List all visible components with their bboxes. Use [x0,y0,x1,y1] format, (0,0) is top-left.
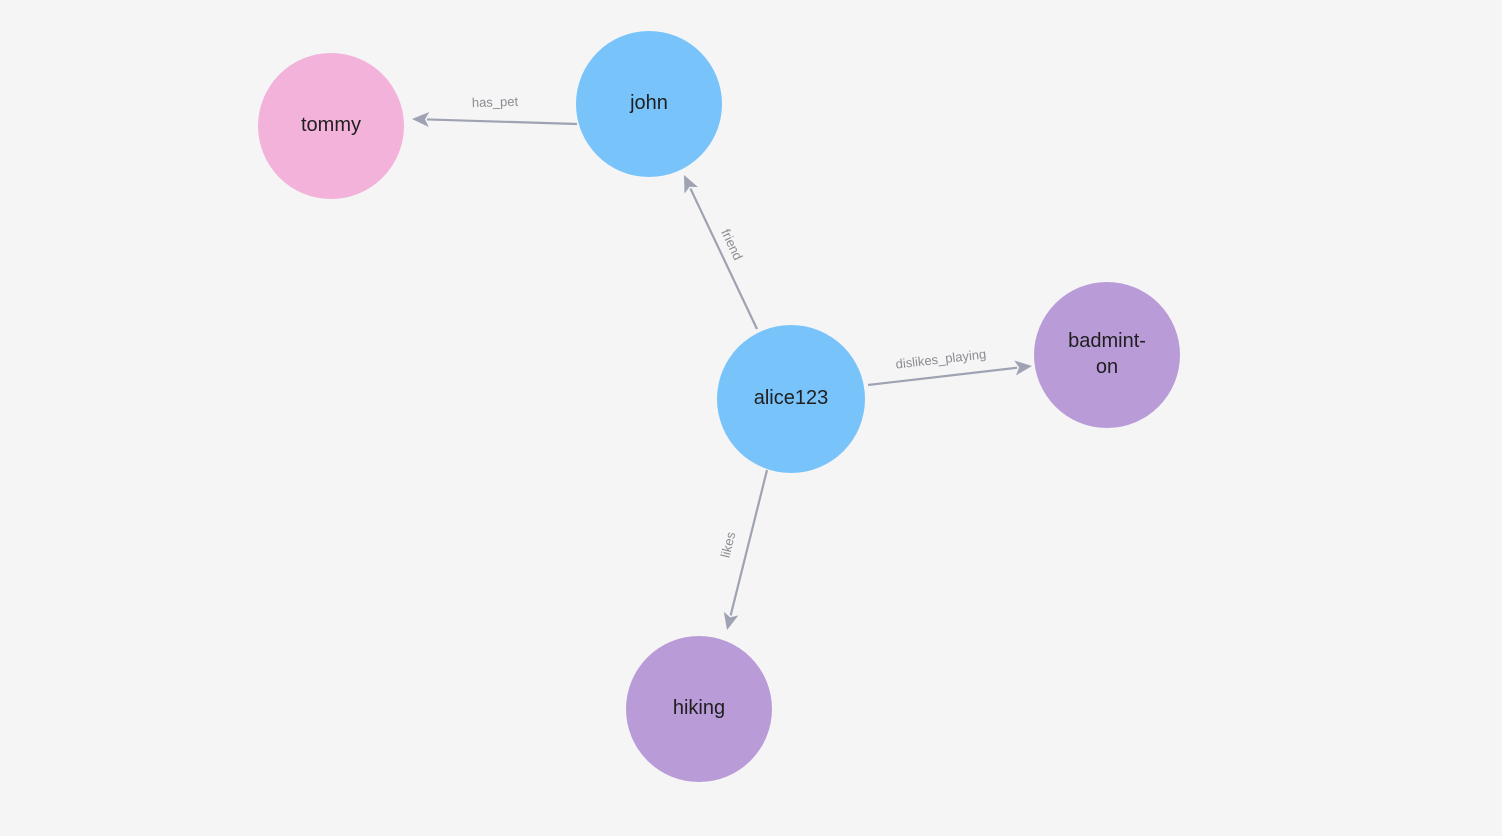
graph-node[interactable]: badmint-on [1034,282,1180,428]
edge-line [689,188,758,330]
graph-edge[interactable]: friend [684,175,758,330]
graph-node[interactable]: john [576,31,722,177]
node-circle[interactable] [258,53,404,199]
edge-arrowhead [1014,360,1032,376]
node-circle[interactable] [1034,282,1180,428]
graph-node[interactable]: hiking [626,636,772,782]
edge-label: dislikes_playing [895,346,987,371]
graph-node[interactable]: alice123 [717,325,865,473]
edge-line [426,118,578,126]
graph-edge[interactable]: dislikes_playing [867,346,1032,387]
edge-label: has_pet [472,94,519,110]
node-circle[interactable] [626,636,772,782]
edge-arrowhead [684,175,699,194]
graph-node[interactable]: tommy [258,53,404,199]
graph-edge[interactable]: has_pet [412,94,578,128]
edge-arrowhead [723,611,739,630]
edge-arrowhead [412,112,430,128]
nodes-layer: tommy john alice123 badmint-on hiking [258,31,1180,782]
graph-edge[interactable]: likes [718,469,769,630]
node-circle[interactable] [717,325,865,473]
edge-line [729,469,769,616]
node-circle[interactable] [576,31,722,177]
edge-line [867,366,1018,387]
edge-label: likes [718,530,739,559]
